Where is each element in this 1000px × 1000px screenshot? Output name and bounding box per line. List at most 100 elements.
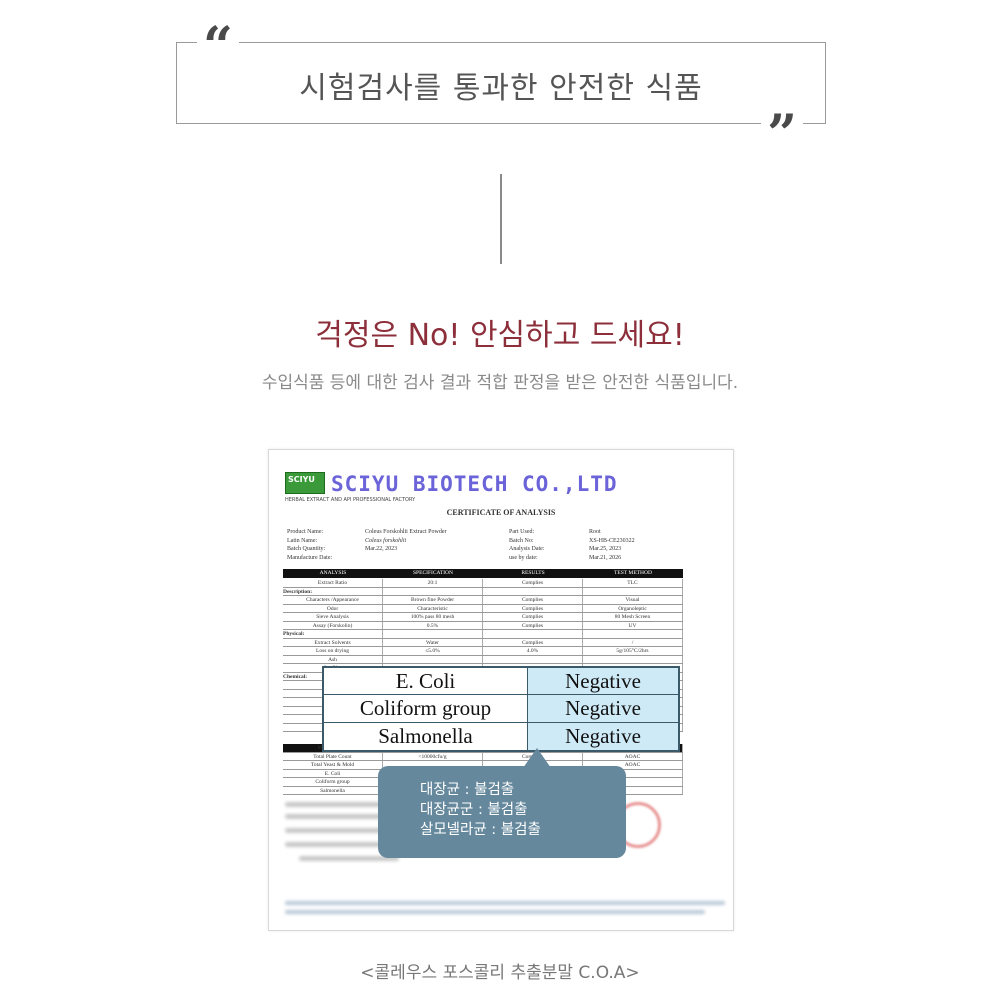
table-cell — [583, 672, 683, 680]
column-header: TEST METHOD — [614, 570, 652, 576]
table-cell: Extract Ratio — [283, 579, 383, 587]
blurred-text-line — [285, 814, 435, 819]
meta-label: Batch Quantity: — [287, 546, 326, 552]
meta-labels-left: Product Name: Latin Name: Batch Quantity… — [287, 528, 332, 562]
meta-values-left: Coleus Forskohlii Extract Powder Coleus … — [365, 528, 447, 554]
table-cell: Complies — [483, 638, 583, 646]
table-cell: <10000cfu/g — [383, 752, 483, 760]
company-subtitle: HERBAL EXTRACT AND API PROFESSIONAL FACT… — [285, 497, 416, 503]
test-result-cell: Negative — [528, 722, 678, 750]
zoom-results-table: E. Coli Negative Coliform group Negative… — [322, 666, 680, 752]
table-cell: Water — [383, 638, 483, 646]
meta-label: Manufacture Date: — [287, 554, 333, 561]
table-cell — [483, 630, 583, 638]
table-cell: Complies — [483, 579, 583, 587]
analysis-table-header: ANALYSIS SPECIFICATION RESULTS TEST METH… — [283, 569, 683, 578]
table-cell: 4.0% — [483, 647, 583, 655]
test-result-cell: Negative — [528, 668, 678, 696]
table-cell — [583, 723, 683, 731]
table-cell — [583, 744, 683, 752]
certificate-title: CERTIFICATE OF ANALYSIS — [446, 508, 556, 517]
table-cell: 5g/105°C/2hrs — [583, 647, 683, 655]
blurred-footer-line — [285, 901, 725, 905]
meta-labels-right: Part Used: Batch No: Analysis Date: use … — [509, 528, 545, 562]
table-cell — [583, 689, 683, 697]
table-row: Ash — [283, 655, 683, 664]
table-cell: Characteristic — [383, 604, 483, 612]
meta-label: Product Name: — [287, 529, 324, 535]
table-cell — [383, 630, 483, 638]
table-cell: TLC — [583, 579, 683, 587]
table-cell — [583, 786, 683, 794]
quote-box: “ 시험검사를 통과한 안전한 식품 ” — [176, 21, 826, 147]
table-cell — [483, 587, 583, 595]
table-cell — [583, 715, 683, 723]
meta-label: Batch No: — [509, 537, 534, 544]
table-cell — [583, 778, 683, 786]
table-cell: ≤5.0% — [383, 647, 483, 655]
vertical-divider — [500, 174, 502, 264]
table-cell: Coliform group — [283, 778, 383, 786]
table-cell — [383, 587, 483, 595]
image-caption: <콜레우스 포스콜리 추출분말 C.O.A> — [360, 963, 640, 983]
test-result-cell: Negative — [528, 695, 678, 723]
table-cell: UV — [583, 621, 683, 629]
table-cell — [383, 761, 483, 769]
meta-value: Coleus forskohlii — [365, 537, 407, 544]
table-cell: Loss on drying — [283, 647, 383, 655]
company-logo: SCIYU — [285, 472, 325, 494]
meta-value: Mar.25, 2023 — [589, 546, 622, 552]
table-cell: 80 Mesh Screen — [583, 613, 683, 621]
table-cell — [583, 698, 683, 706]
table-cell — [583, 681, 683, 689]
table-cell — [583, 769, 683, 777]
close-quote-icon: ” — [761, 109, 803, 147]
table-cell: Complies — [483, 596, 583, 604]
meta-values-right: Root XS-HB-CE230322 Mar.25, 2023 Mar.21,… — [589, 528, 635, 562]
table-cell: Description: — [283, 587, 383, 595]
bubble-line: 대장균군 : 불검출 — [420, 802, 528, 818]
result-bubble: 대장균 : 불검출 대장균군 : 불검출 살모넬라균 : 불검출 — [378, 766, 626, 858]
table-cell: Odor — [283, 604, 383, 612]
table-cell: 20:1 — [383, 579, 483, 587]
logo-text: SCIYU — [288, 475, 315, 484]
table-cell: Sieve Analysis — [283, 613, 383, 621]
meta-value: Mar.22, 2023 — [365, 546, 398, 552]
table-cell — [583, 664, 683, 672]
bubble-line: 대장균 : 불검출 — [420, 782, 515, 798]
meta-value: Root — [589, 529, 601, 535]
column-header: SPECIFICATION — [412, 570, 454, 576]
table-cell: E. Coli — [283, 769, 383, 777]
headline: 걱정은 No! 안심하고 드세요! — [315, 318, 685, 353]
blurred-text-line — [299, 856, 399, 861]
subline: 수입식품 등에 대한 검사 결과 적합 판정을 받은 안전한 식품입니다. — [261, 373, 739, 393]
meta-value: Coleus Forskohlii Extract Powder — [365, 529, 447, 535]
table-cell: AOAC — [583, 761, 683, 769]
table-cell — [383, 655, 483, 663]
table-cell: Characters /Appearance — [283, 596, 383, 604]
meta-label: Analysis Date: — [509, 546, 545, 552]
table-cell: Assay (Forskolin) — [283, 621, 383, 629]
table-cell — [583, 587, 683, 595]
meta-label: Part Used: — [509, 529, 535, 535]
table-cell: Complies — [483, 604, 583, 612]
blurred-text-line — [285, 802, 405, 807]
table-cell: Complies — [483, 621, 583, 629]
table-cell: AOAC — [583, 752, 683, 760]
test-name-cell: Salmonella — [324, 722, 528, 750]
table-cell: Salmonella — [283, 786, 383, 794]
table-cell: Organoleptic — [583, 604, 683, 612]
column-header: ANALYSIS — [319, 570, 347, 576]
table-cell — [483, 761, 583, 769]
table-cell: Physical: — [283, 630, 383, 638]
table-cell: Brown fine Powder — [383, 596, 483, 604]
blurred-text-line — [285, 828, 395, 833]
test-name-cell: E. Coli — [324, 668, 528, 696]
meta-label: use by date: — [509, 554, 538, 561]
